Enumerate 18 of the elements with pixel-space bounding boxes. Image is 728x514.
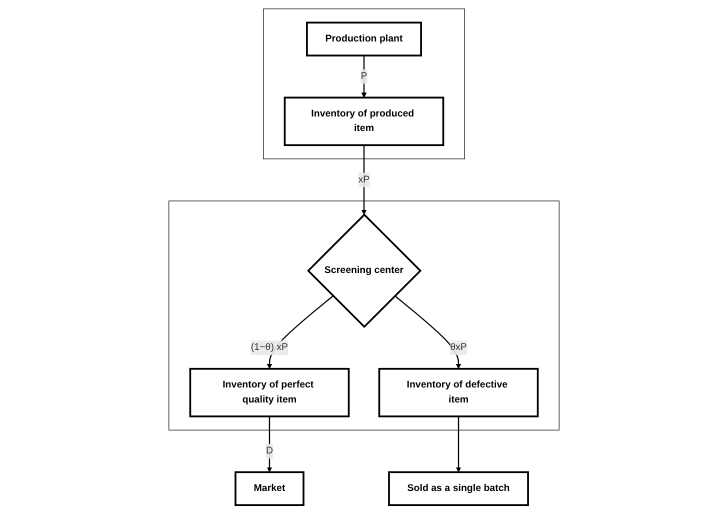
node-box: Sold as a single batch: [388, 471, 529, 506]
edge-label: xP: [358, 174, 370, 185]
node-box: Production plant: [306, 22, 422, 56]
arrow: [394, 295, 462, 370]
node-box: Market: [234, 471, 304, 506]
arrow: [361, 56, 367, 98]
arrow: [456, 416, 462, 472]
cluster: [263, 8, 465, 160]
cluster: [168, 200, 560, 430]
edge-label: (1−θ) xP: [250, 342, 288, 353]
arrow: [266, 416, 272, 472]
edge-label: D: [266, 446, 274, 456]
node-diamond: Screening center: [306, 213, 422, 328]
node-box: Inventory of produced item: [284, 96, 444, 146]
node-box: Inventory of defective item: [378, 368, 539, 418]
edge-label: θxP: [450, 342, 467, 353]
edge-label: P: [360, 71, 368, 82]
node-box: Inventory of perfect quality item: [189, 368, 350, 418]
